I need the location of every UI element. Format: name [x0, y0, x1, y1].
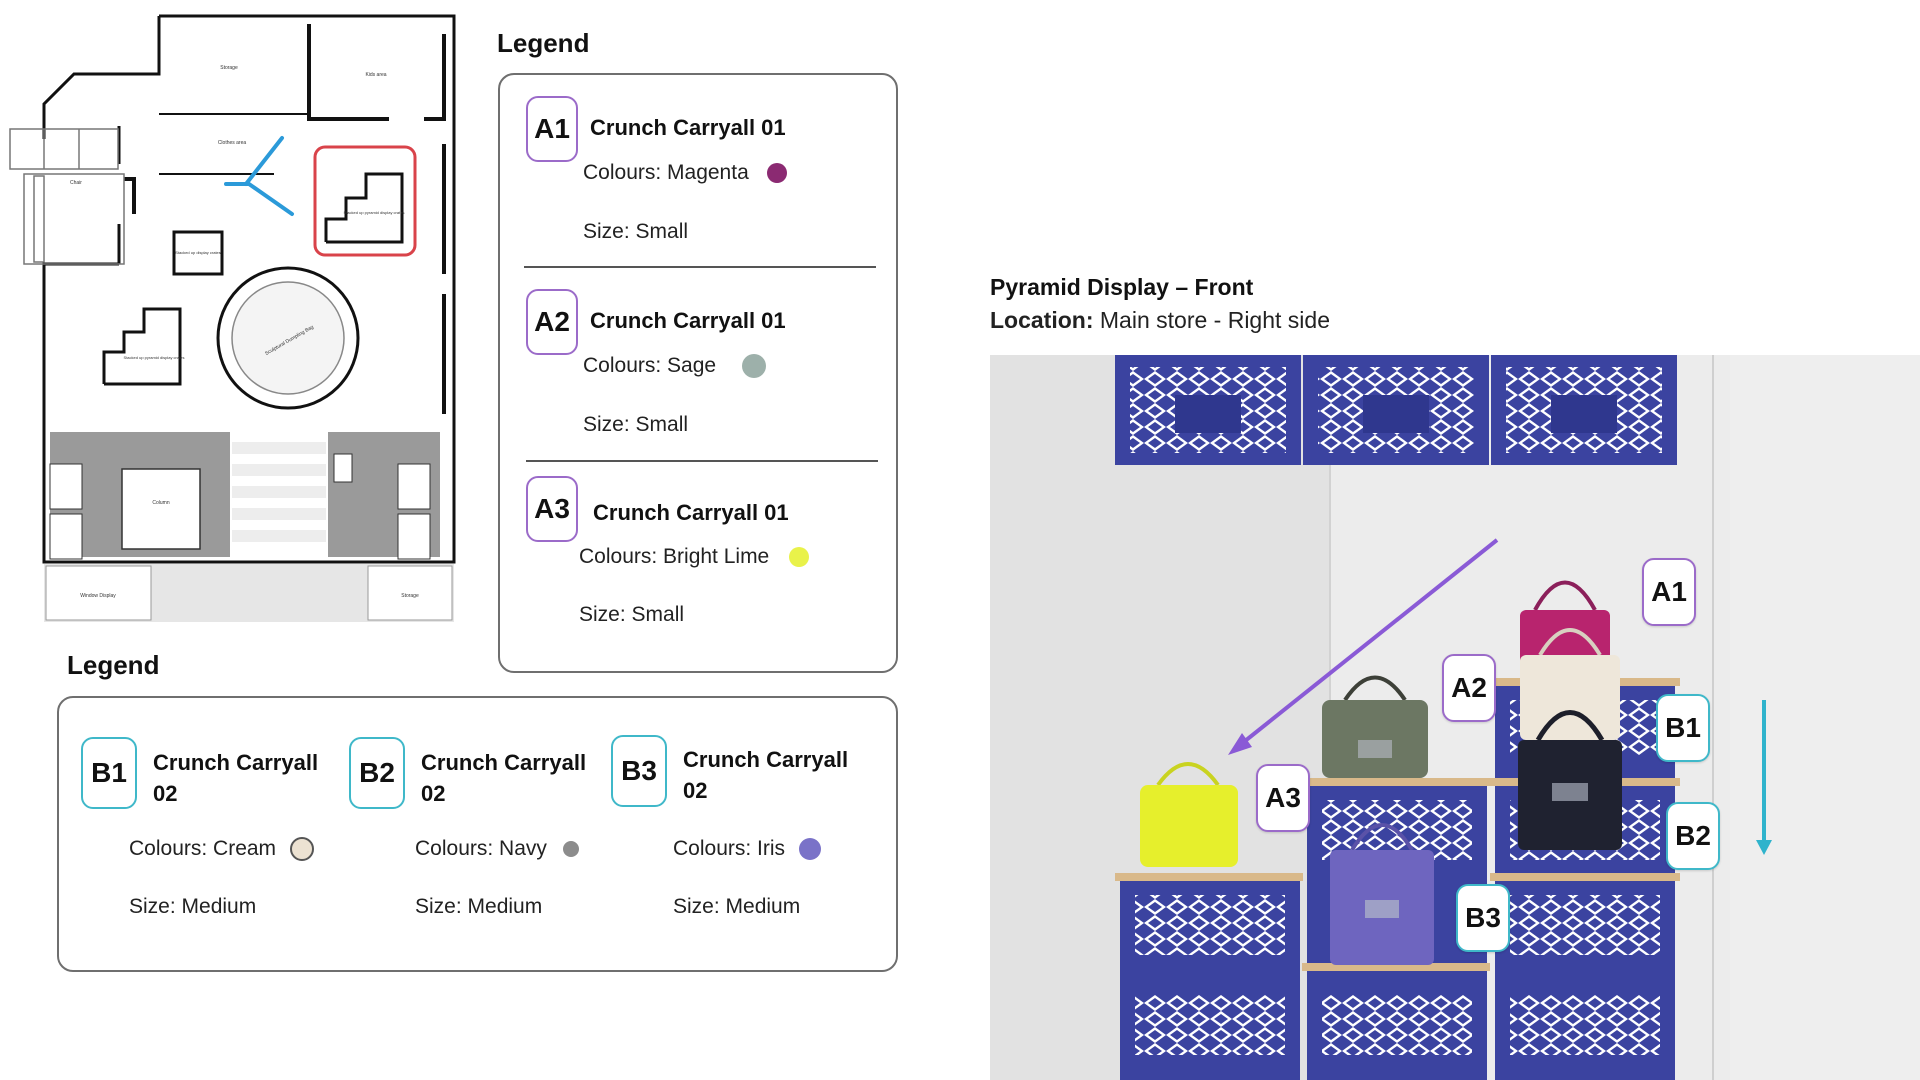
bag-a3-lime: [1140, 762, 1238, 867]
room-storage-top: Storage: [220, 65, 238, 71]
legend-item-a1-name: Crunch Carryall 01: [590, 115, 786, 140]
legend-item-a2-name: Crunch Carryall 01: [590, 308, 786, 333]
legend-badge-a1: A1: [526, 96, 578, 162]
bag-b2-navy: [1518, 710, 1622, 850]
swatch-cream-icon: [290, 837, 315, 862]
legend-item-b1-name-line2: 02: [153, 781, 178, 806]
room-stacked-display: Stacked up display crates: [175, 250, 221, 255]
purple-arrow-icon: [1228, 538, 1499, 755]
floorplan-arrow-icon: [224, 136, 294, 216]
legend-badge-a3: A3: [526, 476, 578, 542]
photo-callout-b3: B3: [1456, 884, 1510, 952]
bag-b3-iris: [1330, 823, 1434, 965]
teal-down-arrow-icon: [1756, 700, 1772, 855]
legend-item-a3-size: Size: Small: [579, 603, 685, 626]
store-floor-plan: Storage Kids area Clothes area Chair Sta…: [4, 14, 456, 624]
legend-item-b3-colours-text: Colours: Iris: [673, 837, 786, 860]
swatch-bright-lime-icon: [789, 547, 810, 568]
legend-item-b3-name: Crunch Carryall 02: [683, 744, 848, 806]
legend-item-a1-colours: Colours: Magenta: [583, 161, 787, 185]
pyramid-display-photo: [990, 355, 1920, 1080]
photo-title: Pyramid Display – Front: [990, 274, 1254, 300]
legend-item-b1-name: Crunch Carryall 02: [153, 747, 318, 809]
legend-item-b2-name-line1: Crunch Carryall: [421, 750, 587, 775]
legend-item-a1-colours-text: Colours: Magenta: [583, 161, 749, 184]
legend-item-a1-size: Size: Small: [583, 220, 689, 243]
legend-item-a3-name: Crunch Carryall 01: [593, 500, 789, 525]
photo-location: Location: Main store - Right side: [990, 307, 1330, 334]
legend-item-b2-name: Crunch Carryall 02: [421, 747, 586, 809]
bag-a2-sage: [1322, 675, 1428, 778]
photo-callout-b1: B1: [1656, 694, 1710, 762]
legend-a-box: A1 Crunch Carryall 01 Colours: Magenta S…: [498, 73, 898, 673]
photo-location-label: Location:: [990, 307, 1094, 333]
legend-badge-b1: B1: [81, 737, 137, 809]
legend-item-a3-colours: Colours: Bright Lime: [579, 545, 810, 569]
legend-item-b3-name-line2: 02: [683, 778, 708, 803]
photo-callout-a2: A2: [1442, 654, 1496, 722]
legend-item-b1-colours: Colours: Cream: [129, 837, 315, 862]
legend-a-heading: Legend: [497, 28, 590, 58]
legend-item-a2-colours-text: Colours: Sage: [583, 354, 717, 377]
legend-badge-b3: B3: [611, 735, 667, 807]
legend-item-b1-colours-text: Colours: Cream: [129, 837, 277, 860]
legend-divider: [524, 266, 876, 268]
photo-callout-a1: A1: [1642, 558, 1696, 626]
pyramid-highlight-box: [313, 145, 417, 257]
legend-item-b1-name-line1: Crunch Carryall: [153, 750, 319, 775]
room-stacked-pyramid-highlight: Stacked up pyramid display crates: [344, 210, 405, 215]
legend-item-a2-size: Size: Small: [583, 413, 689, 436]
room-window-display: Window Display: [80, 593, 116, 599]
legend-item-b3-size: Size: Medium: [673, 895, 801, 918]
photo-location-value: Main store - Right side: [1099, 307, 1330, 333]
photo-callout-a3: A3: [1256, 764, 1310, 832]
legend-item-b3-colours: Colours: Iris: [673, 837, 822, 861]
legend-item-b3-name-line1: Crunch Carryall: [683, 747, 849, 772]
room-storage-bottom: Storage: [401, 593, 419, 599]
legend-item-a3-colours-text: Colours: Bright Lime: [579, 545, 770, 568]
photo-callout-b2: B2: [1666, 802, 1720, 870]
legend-b-box: B1 Crunch Carryall 02 Colours: Cream Siz…: [57, 696, 898, 972]
legend-badge-b2: B2: [349, 737, 405, 809]
top-crate-row: [1115, 355, 1677, 465]
room-column: Column: [152, 500, 169, 506]
bag-b1-cream: [1520, 628, 1620, 740]
legend-item-b2-colours: Colours: Navy: [415, 837, 579, 861]
swatch-navy-icon: [562, 841, 579, 858]
legend-item-b2-colours-text: Colours: Navy: [415, 837, 547, 860]
legend-item-b2-size: Size: Medium: [415, 895, 543, 918]
legend-item-b2-name-line2: 02: [421, 781, 446, 806]
swatch-magenta-icon: [766, 163, 787, 184]
room-clothes-area: Clothes area: [218, 140, 247, 146]
legend-item-a2-colours: Colours: Sage: [583, 354, 767, 379]
room-stacked-pyramid-left: Stacked up pyramid display crates: [124, 355, 185, 360]
room-chair: Chair: [70, 180, 82, 186]
room-kids-area: Kids area: [365, 72, 386, 78]
swatch-sage-icon: [742, 354, 767, 379]
legend-b-heading: Legend: [67, 650, 160, 680]
legend-badge-a2: A2: [526, 289, 578, 355]
legend-item-b1-size: Size: Medium: [129, 895, 257, 918]
legend-divider: [526, 460, 878, 462]
swatch-iris-icon: [799, 838, 822, 861]
